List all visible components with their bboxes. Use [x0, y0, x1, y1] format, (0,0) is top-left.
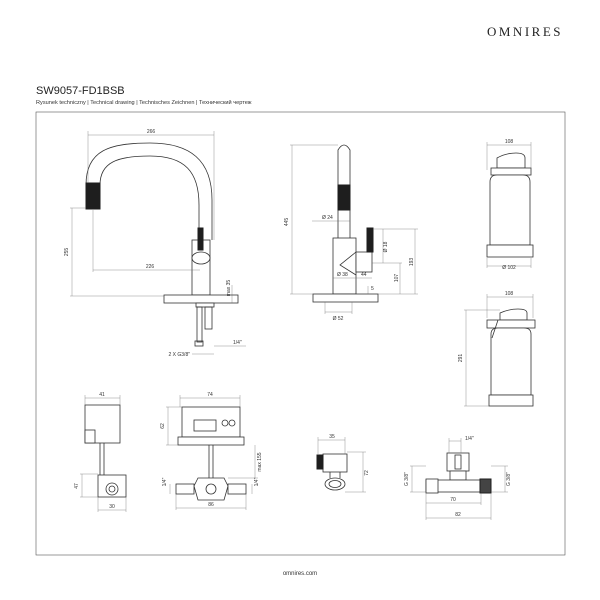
- filter-front-view: 108 Ø 102: [486, 139, 534, 271]
- dimension-label: G 3/8": [506, 472, 512, 486]
- dimension-label: 266: [147, 129, 156, 135]
- dimension-label: 445: [284, 218, 290, 227]
- dimension-label: 35: [329, 434, 335, 440]
- dimension-label: 30: [109, 504, 115, 510]
- dimension-label: 74: [207, 392, 213, 398]
- valve-side-view: 35 72: [316, 434, 370, 493]
- handle-black: [197, 227, 204, 251]
- tee-valve-view: 1/4" G 3/8" G 3/8" 70 82: [404, 436, 512, 520]
- display-screen: [193, 419, 217, 432]
- dimension-label: 62: [160, 423, 166, 429]
- product-code: SW9057-FD1BSB: [36, 85, 125, 97]
- dimension-label: 226: [146, 264, 155, 270]
- dimension-label: max 155: [257, 452, 263, 471]
- drawing-subtitle: Rysunek techniczny | Technical drawing |…: [36, 99, 252, 106]
- dimension-label: 70: [450, 497, 456, 503]
- flow-meter-front-view: 74 62 max 155 1/4" 1/4" 86: [160, 392, 263, 510]
- dimension-label: 2 X G3/8": [168, 352, 190, 358]
- dimension-label: 107: [394, 274, 400, 283]
- dimension-label: 86: [208, 502, 214, 508]
- dimension-label: Ø 52: [333, 316, 344, 322]
- dimension-label: 1/4": [465, 436, 474, 442]
- dimension-label: 72: [364, 470, 370, 476]
- dimension-label: 5: [371, 286, 374, 292]
- dimension-label: Ø 24: [322, 215, 333, 221]
- brand-logo: OMNIRES: [487, 24, 563, 39]
- filter-side-view: 108 291: [458, 291, 536, 407]
- dimension-label: 47: [74, 483, 80, 489]
- dimension-label: Ø 102: [502, 265, 516, 271]
- faucet-side-view: 445 Ø 24 Ø 18 Ø 38 44 107 193 5 Ø 52: [284, 144, 418, 322]
- dimension-label: G 3/8": [404, 472, 410, 486]
- footer-website: omnires.com: [283, 571, 317, 577]
- dimension-label: 108: [505, 291, 514, 297]
- dimension-label: Ø 18: [383, 241, 389, 252]
- dimension-label: 1/4": [162, 477, 168, 486]
- drawing-frame: [35, 111, 566, 556]
- dimension-label: 82: [455, 512, 461, 518]
- nozzle-black-sleeve: [85, 182, 101, 210]
- dimension-label: 41: [99, 392, 105, 398]
- dimension-label: 108: [505, 139, 514, 145]
- dimension-label: 1/4": [233, 340, 242, 346]
- dimension-label: Ø 38: [337, 272, 348, 278]
- dimension-label: 291: [458, 354, 464, 363]
- dimension-label: 255: [64, 248, 70, 257]
- dimension-label: 1/4": [254, 477, 260, 486]
- dimension-label: max 35: [226, 280, 232, 297]
- dimension-label: 44: [361, 272, 367, 278]
- dimension-label: 193: [409, 258, 415, 267]
- faucet-front-view: 266 255 226 max 35 1/4" 2 X G3/8": [64, 129, 246, 358]
- flow-meter-side-view: 41 47 30: [74, 392, 127, 512]
